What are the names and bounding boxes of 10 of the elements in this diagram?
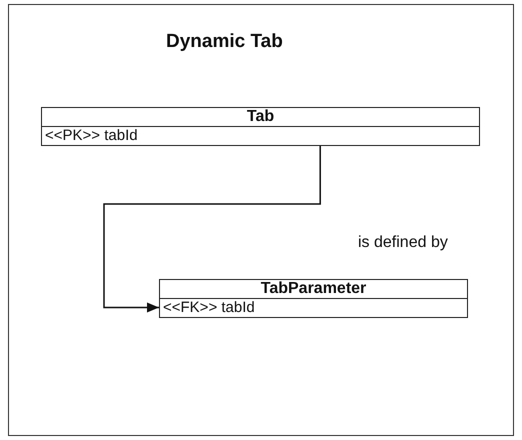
entity-name: Tab [42, 108, 479, 127]
diagram-frame [8, 4, 514, 436]
entity-attribute: <<FK>> tabId [162, 299, 256, 317]
edge-label: is defined by [358, 234, 448, 252]
entity-table [159, 279, 468, 318]
entity-attribute: <<PK>> tabId [44, 127, 139, 145]
entity-table [41, 107, 480, 146]
connector-arrow [103, 146, 321, 312]
frame-heading: Dynamic Tab [166, 31, 283, 53]
entity-name: TabParameter [160, 280, 467, 299]
